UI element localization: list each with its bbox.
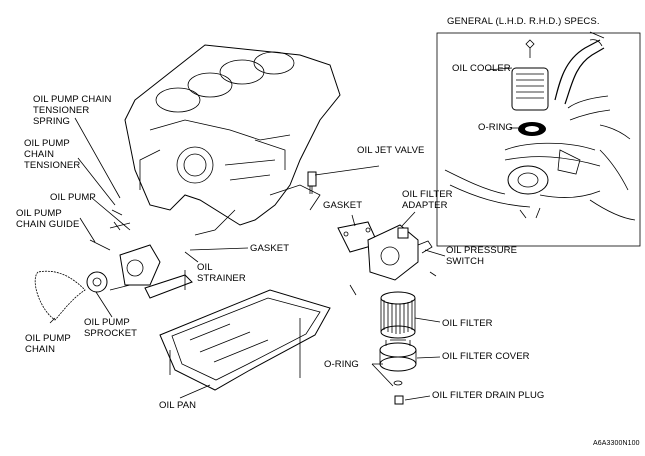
inset-oil-cooler-illustration (444, 39, 636, 221)
oil-filter-label: OIL FILTER (442, 318, 493, 329)
oil-filter-drain-plug-label: OIL FILTER DRAIN PLUG (432, 390, 545, 401)
oil-pump-label: OIL PUMP (50, 192, 96, 203)
oil-cooler-label: OIL COOLER (452, 63, 511, 74)
o-ring-main-label: O-RING (324, 359, 359, 370)
oil-filter-cover-label: OIL FILTER COVER (442, 351, 530, 362)
o-ring-inset-label: O-RING (478, 122, 513, 133)
oil-strainer-label: OIL STRAINER (197, 262, 246, 284)
inset-box (436, 32, 641, 247)
figure-code-label: A6A3300N100 (593, 440, 640, 447)
oil-filter-adapter-part (367, 224, 433, 281)
oil-pump-chain-guide-label: OIL PUMP CHAIN GUIDE (16, 208, 80, 230)
oil-pressure-switch-label: OIL PRESSURE SWITCH (446, 245, 518, 267)
oil-pump-sprocket-label: OIL PUMP SPROCKET (84, 317, 138, 339)
bolt-parts (113, 221, 437, 296)
gasket-middle-label: GASKET (250, 243, 290, 254)
general-specs-label: GENERAL (L.H.D. R.H.D.) SPECS. (447, 16, 600, 27)
oil-pan-illustration (159, 289, 331, 391)
gasket-top-label: GASKET (323, 200, 363, 211)
oil-pump-chain-label: OIL PUMP CHAIN (25, 333, 71, 355)
oil-jet-valve-part (307, 171, 317, 194)
oil-jet-valve-label: OIL JET VALVE (357, 145, 425, 156)
oil-pump-assembly-illustration (34, 209, 193, 321)
oil-pump-chain-tensioner-label: OIL PUMP CHAIN TENSIONER (24, 138, 81, 171)
engine-block-illustration (124, 44, 341, 236)
leader-lines (49, 31, 605, 401)
oil-pan-label: OIL PAN (159, 400, 197, 411)
oil-filter-cover-part (379, 339, 417, 405)
oil-pump-chain-tensioner-spring-label: OIL PUMP CHAIN TENSIONER SPRING (33, 94, 112, 127)
oil-filter-part (380, 291, 416, 339)
oil-filter-adapter-label: OIL FILTER ADAPTER (402, 189, 453, 211)
